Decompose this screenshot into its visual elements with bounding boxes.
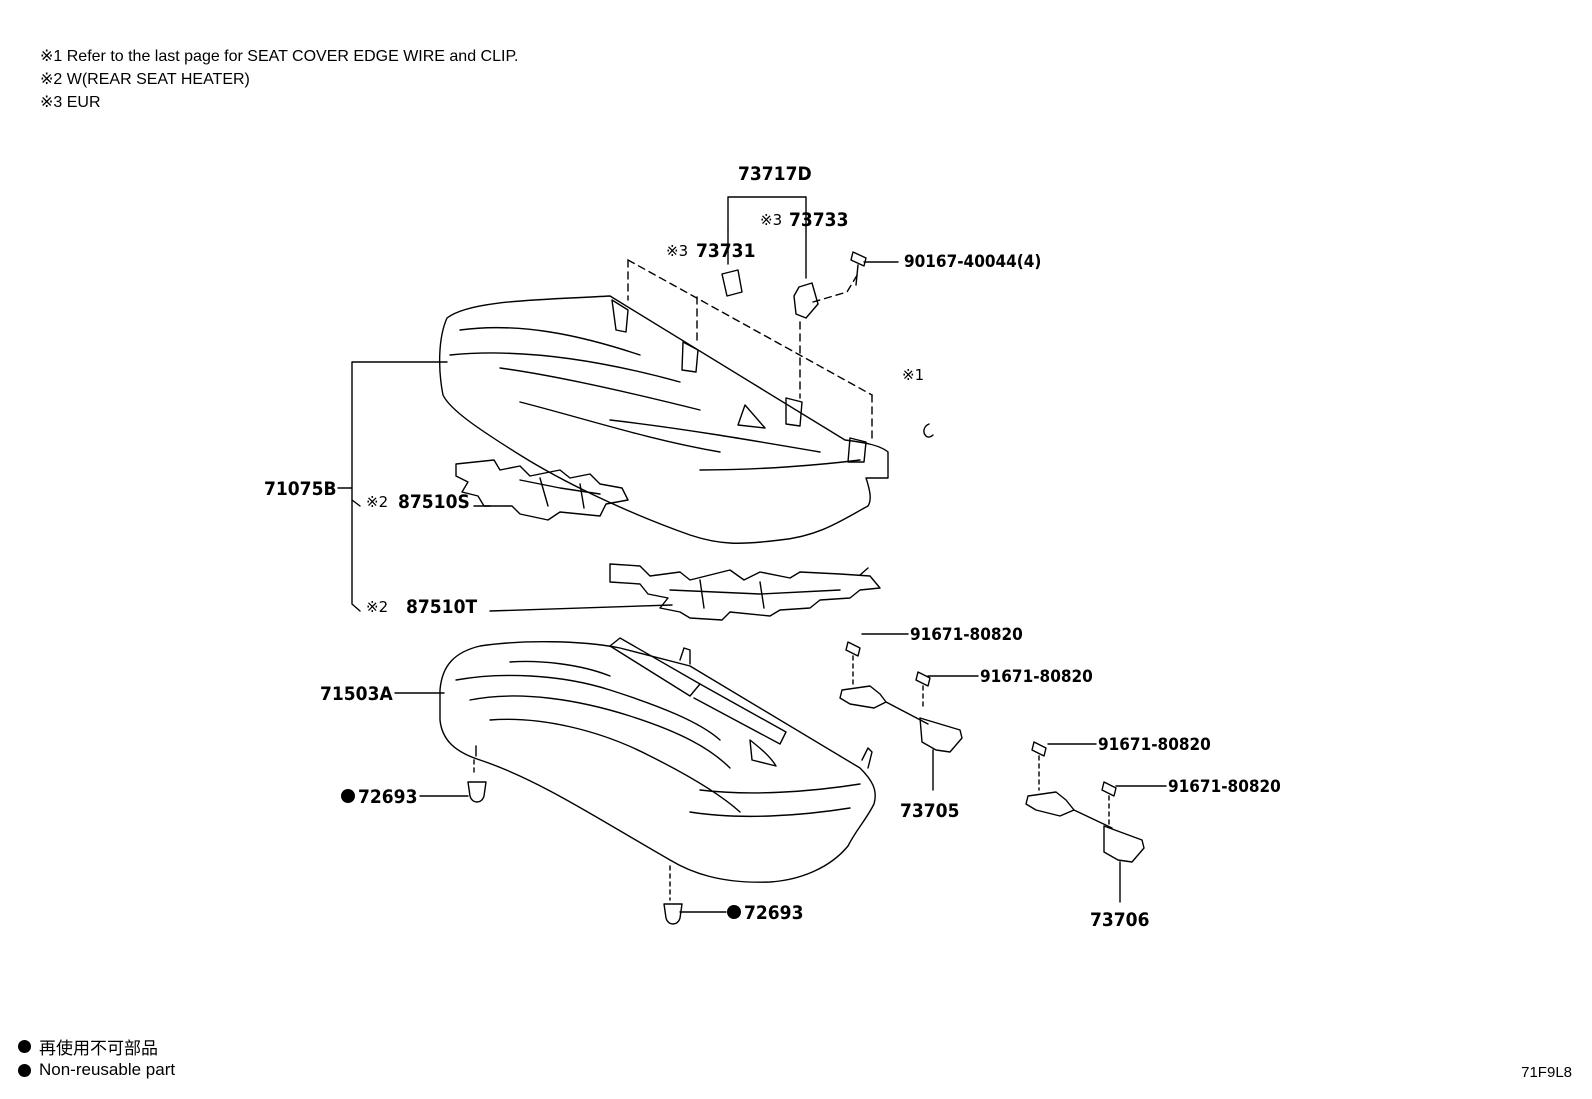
note-2: ※2 W(REAR SEAT HEATER) bbox=[40, 71, 250, 88]
callout-91671-80820-a[interactable]: 91671-80820 bbox=[910, 625, 1023, 645]
hook-73705[interactable] bbox=[839, 633, 979, 791]
seat-cushion-pad[interactable] bbox=[439, 637, 876, 883]
callout-87510t[interactable]: 87510T bbox=[406, 596, 477, 618]
callout-73717d[interactable]: 73717D bbox=[738, 163, 812, 185]
diagram-code: 71F9L8 bbox=[1521, 1064, 1572, 1081]
seat-back-cover[interactable] bbox=[438, 295, 889, 544]
callout-72693-left[interactable]: 72693 bbox=[358, 786, 417, 808]
callout-72693-bottom[interactable]: 72693 bbox=[744, 902, 803, 924]
mark-edge-wire: ※1 bbox=[902, 366, 924, 384]
callout-73731[interactable]: 73731 bbox=[696, 240, 755, 262]
note-3: ※3 EUR bbox=[40, 94, 101, 111]
non-reusable-mark-b bbox=[727, 905, 741, 919]
callout-71503a[interactable]: 71503A bbox=[320, 683, 393, 705]
callout-91671-80820-c[interactable]: 91671-80820 bbox=[1098, 735, 1211, 755]
heater-87510s[interactable] bbox=[455, 459, 629, 521]
clip-72693-bottom[interactable] bbox=[663, 865, 727, 925]
legend-en-text: Non-reusable part bbox=[39, 1060, 176, 1079]
callout-91671-80820-d[interactable]: 91671-80820 bbox=[1168, 777, 1281, 797]
non-reusable-mark-a bbox=[341, 789, 355, 803]
mark-eur-b: ※3 bbox=[666, 242, 688, 260]
legend-en: Non-reusable part bbox=[18, 1060, 175, 1080]
clip-73733[interactable] bbox=[793, 282, 819, 319]
callout-73705[interactable]: 73705 bbox=[900, 800, 959, 822]
bullet-icon bbox=[18, 1063, 31, 1077]
mark-heater-a: ※2 bbox=[366, 493, 388, 511]
legend-jp-text: 再使用不可部品 bbox=[39, 1039, 158, 1058]
mark-heater-b: ※2 bbox=[366, 598, 388, 616]
callout-73706[interactable]: 73706 bbox=[1090, 909, 1149, 931]
callout-71075b[interactable]: 71075B bbox=[264, 478, 337, 500]
mark-eur-a: ※3 bbox=[760, 211, 782, 229]
edge-wire-clip[interactable] bbox=[923, 423, 934, 438]
callout-73733[interactable]: 73733 bbox=[789, 209, 848, 231]
callout-87510s[interactable]: 87510S bbox=[398, 491, 470, 513]
note-1: ※1 Refer to the last page for SEAT COVER… bbox=[40, 48, 519, 65]
clip-72693-left[interactable] bbox=[419, 759, 487, 803]
clip-73731[interactable] bbox=[721, 269, 743, 297]
callout-91671-80820-b[interactable]: 91671-80820 bbox=[980, 667, 1093, 687]
bullet-icon bbox=[18, 1040, 31, 1053]
bolt-90167[interactable] bbox=[850, 251, 899, 286]
callout-90167-40044[interactable]: 90167-40044(4) bbox=[904, 252, 1041, 272]
legend-jp: 再使用不可部品 bbox=[18, 1034, 158, 1059]
hook-73706[interactable] bbox=[1025, 741, 1167, 903]
heater-87510t[interactable] bbox=[609, 563, 881, 621]
